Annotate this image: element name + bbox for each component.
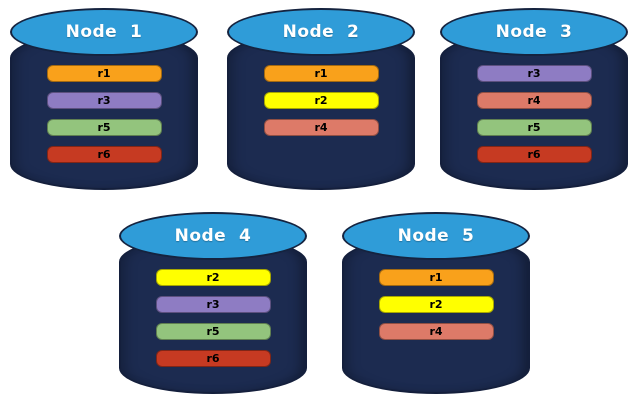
replica-bar-r6: r6 xyxy=(46,146,162,163)
replica-bar-r4: r4 xyxy=(476,92,592,109)
replica-bar-r5: r5 xyxy=(46,119,162,136)
replica-bar-label: r2 xyxy=(314,94,328,107)
cylinder-top-ellipse: Node 5 xyxy=(342,212,530,260)
cylinder-top-ellipse: Node 4 xyxy=(119,212,307,260)
cylinder-body xyxy=(440,32,628,190)
node-label: Node 1 xyxy=(65,22,143,42)
replica-bar-label: r1 xyxy=(429,271,443,284)
replica-bar-r2: r2 xyxy=(155,269,271,286)
replica-bar-r1: r1 xyxy=(263,65,379,82)
cylinder-body xyxy=(342,236,530,394)
replica-bar-r6: r6 xyxy=(476,146,592,163)
replica-bar-r4: r4 xyxy=(378,323,494,340)
replica-bar-label: r3 xyxy=(206,298,220,311)
replica-bar-r3: r3 xyxy=(46,92,162,109)
replica-bar-label: r5 xyxy=(97,121,111,134)
node-label: Node 2 xyxy=(282,22,360,42)
db-node-2: Node 2 r1 r2 r4 xyxy=(227,8,415,190)
db-node-3: Node 3 r3 r4 r5 r6 xyxy=(440,8,628,190)
replica-bar-r3: r3 xyxy=(476,65,592,82)
node-label: Node 5 xyxy=(397,226,475,246)
db-node-1: Node 1 r1 r3 r5 r6 xyxy=(10,8,198,190)
replica-bar-r1: r1 xyxy=(46,65,162,82)
replica-bar-label: r1 xyxy=(97,67,111,80)
replica-bar-r2: r2 xyxy=(378,296,494,313)
db-node-4: Node 4 r2 r3 r5 r6 xyxy=(119,212,307,394)
replica-bar-label: r2 xyxy=(206,271,220,284)
replica-bar-label: r1 xyxy=(314,67,328,80)
replica-bar-r1: r1 xyxy=(378,269,494,286)
node-label: Node 4 xyxy=(174,226,252,246)
cylinder-body xyxy=(119,236,307,394)
replica-bar-label: r4 xyxy=(314,121,328,134)
replica-bar-r4: r4 xyxy=(263,119,379,136)
replica-bar-label: r5 xyxy=(206,325,220,338)
replica-list: r1 r2 r4 xyxy=(227,65,415,136)
node-label: Node 3 xyxy=(495,22,573,42)
replica-bar-label: r5 xyxy=(527,121,541,134)
db-node-5: Node 5 r1 r2 r4 xyxy=(342,212,530,394)
replica-bar-r6: r6 xyxy=(155,350,271,367)
replica-list: r1 r3 r5 r6 xyxy=(10,65,198,163)
replica-bar-label: r6 xyxy=(527,148,541,161)
replica-bar-label: r2 xyxy=(429,298,443,311)
replica-list: r1 r2 r4 xyxy=(342,269,530,340)
cylinder-body xyxy=(227,32,415,190)
replica-bar-label: r6 xyxy=(206,352,220,365)
replica-bar-r2: r2 xyxy=(263,92,379,109)
replica-bar-label: r6 xyxy=(97,148,111,161)
replica-bar-label: r4 xyxy=(429,325,443,338)
cylinder-top-ellipse: Node 3 xyxy=(440,8,628,56)
replica-bar-r5: r5 xyxy=(476,119,592,136)
cylinder-top-ellipse: Node 2 xyxy=(227,8,415,56)
cylinder-top-ellipse: Node 1 xyxy=(10,8,198,56)
replica-bar-label: r4 xyxy=(527,94,541,107)
replica-bar-label: r3 xyxy=(527,67,541,80)
replica-list: r2 r3 r5 r6 xyxy=(119,269,307,367)
replica-bar-r5: r5 xyxy=(155,323,271,340)
replica-bar-label: r3 xyxy=(97,94,111,107)
replica-list: r3 r4 r5 r6 xyxy=(440,65,628,163)
replica-bar-r3: r3 xyxy=(155,296,271,313)
